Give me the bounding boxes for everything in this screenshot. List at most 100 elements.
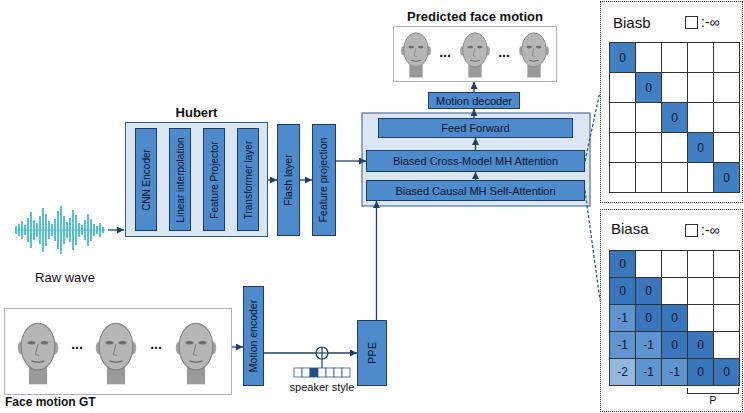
box-text: Motion encoder xyxy=(248,300,260,372)
matrix-value: -2 xyxy=(617,365,628,379)
matrix-value: 0 xyxy=(619,51,626,65)
matrix-cell: 0 xyxy=(635,277,662,305)
connector xyxy=(475,172,476,180)
matrix-cell: -1 xyxy=(635,358,662,386)
matrix-cell xyxy=(635,162,662,193)
matrix-cell xyxy=(687,42,714,73)
matrix-value: 0 xyxy=(645,81,652,95)
heading-text: Biasb xyxy=(613,14,651,31)
matrix-cell: 0 xyxy=(713,162,740,193)
matrix-cell xyxy=(661,72,688,103)
box-text: PPE xyxy=(366,342,378,364)
matrix-cell xyxy=(687,250,714,278)
projection-box: Feature projection xyxy=(312,124,336,236)
connector xyxy=(473,109,474,118)
matrix-cell xyxy=(609,102,636,133)
box-text: Biased Causal MH Self-Attention xyxy=(395,184,555,196)
matrix-cell xyxy=(661,42,688,73)
add-symbol xyxy=(316,347,328,359)
attention-box: Biased Causal MH Self-Attention xyxy=(366,180,585,201)
zoom-line xyxy=(585,92,600,161)
matrix-cell: -1 xyxy=(609,331,636,359)
connector xyxy=(300,179,312,180)
matrix-cell xyxy=(609,132,636,163)
face-illustration xyxy=(18,33,549,385)
matrix-cell: 0 xyxy=(687,132,714,163)
output-face-panel: Predicted face motion xyxy=(393,26,557,82)
zoom-line xyxy=(585,191,600,301)
matrix-cell xyxy=(609,162,636,193)
matrix-cell: 0 xyxy=(635,304,662,332)
matrix-cell: -2 xyxy=(609,358,636,386)
layer-box: Flash layer xyxy=(277,124,300,236)
matrix-cell: 0 xyxy=(687,358,714,386)
matrix-value: 0 xyxy=(619,284,626,298)
connector xyxy=(336,160,366,161)
matrix-cell: -1 xyxy=(609,304,636,332)
connector xyxy=(264,352,357,353)
speaker-style-vector xyxy=(294,368,350,377)
annotation-label: Raw wave xyxy=(20,270,110,285)
connector xyxy=(376,201,377,320)
matrix-value: 0 xyxy=(619,257,626,271)
encoder-box: Motion encoder xyxy=(243,286,264,386)
matrix-value: 0 xyxy=(723,365,730,379)
heading-text: Face motion GT xyxy=(5,395,96,409)
box-text: Feed Forward xyxy=(441,122,509,134)
matrix-cell xyxy=(635,42,662,73)
matrix-cell: 0 xyxy=(609,277,636,305)
matrix-value: -1 xyxy=(617,338,628,352)
matrix-cell xyxy=(687,277,714,305)
legend-swatch xyxy=(685,224,698,237)
matrix-cell xyxy=(661,250,688,278)
matrix-value: 0 xyxy=(645,284,652,298)
heading-text: Predicted face motion xyxy=(407,9,543,24)
layer-box: Feature Projector xyxy=(203,128,225,231)
annotation-label: ... xyxy=(62,336,92,352)
layer-box: CNN Encoder xyxy=(135,128,157,231)
legend-text: :-∞ xyxy=(701,14,720,30)
matrix-cell xyxy=(661,277,688,305)
matrix-cell xyxy=(687,304,714,332)
matrix-cell: 0 xyxy=(661,331,688,359)
annotation-label: speaker style xyxy=(282,381,362,393)
matrix-cell xyxy=(713,42,740,73)
matrix-cell: -1 xyxy=(635,331,662,359)
matrix-value: 0 xyxy=(723,171,730,185)
attention-box: Biased Cross-Model MH Attention xyxy=(366,150,585,172)
connector xyxy=(475,138,476,150)
matrix-cell xyxy=(609,72,636,103)
matrix-cell: 0 xyxy=(635,72,662,103)
matrix-cell: 0 xyxy=(661,102,688,133)
matrix-cell xyxy=(713,277,740,305)
box-text: Motion decoder xyxy=(436,94,512,106)
input-face-panel: Face motion GT xyxy=(4,308,232,395)
decoder-box: Motion decoder xyxy=(428,92,520,109)
connector xyxy=(473,82,474,92)
box-text: CNN Encoder xyxy=(141,149,152,211)
matrix-cell xyxy=(661,162,688,193)
input-arrow xyxy=(108,229,124,230)
box-text: Linear interpolation xyxy=(175,137,186,222)
matrix-cell xyxy=(635,102,662,133)
matrix-cell xyxy=(635,250,662,278)
matrix-value: -1 xyxy=(669,365,680,379)
heading-text: Biasa xyxy=(611,220,649,237)
connector xyxy=(268,179,277,180)
matrix-cell xyxy=(687,102,714,133)
layer-box: Linear interpolation xyxy=(169,128,191,231)
matrix-value: -1 xyxy=(643,365,654,379)
matrix-cell xyxy=(713,250,740,278)
waveform-axis xyxy=(15,230,105,231)
matrix-cell xyxy=(687,72,714,103)
matrix-cell: 0 xyxy=(661,304,688,332)
legend-text: :-∞ xyxy=(701,222,720,238)
matrix-cell xyxy=(635,132,662,163)
matrix-cell xyxy=(687,162,714,193)
matrix-cell: -1 xyxy=(661,358,688,386)
dimension-label: P xyxy=(687,394,739,406)
annotation-label: ... xyxy=(141,336,171,352)
matrix-value: 0 xyxy=(697,338,704,352)
annotation-label: ... xyxy=(489,44,519,60)
bracket xyxy=(687,388,739,394)
